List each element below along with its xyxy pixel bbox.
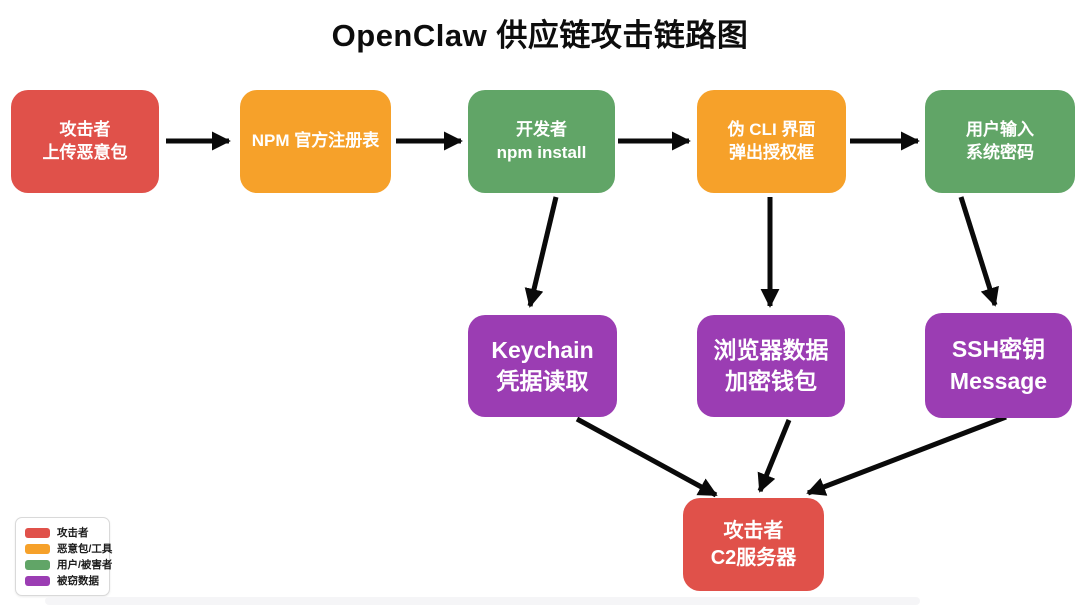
node-user-password: 用户输入 系统密码 xyxy=(925,90,1075,193)
node-npm-registry: NPM 官方注册表 xyxy=(240,90,391,193)
node-developer-install: 开发者 npm install xyxy=(468,90,615,193)
node-label: Message xyxy=(949,367,1048,394)
arrow-developer-to-keychain xyxy=(524,196,559,308)
node-label: 上传恶意包 xyxy=(42,142,128,162)
node-label: SSH密钥 xyxy=(951,336,1046,363)
node-attacker-upload: 攻击者 上传恶意包 xyxy=(11,90,159,193)
legend-item-stolen: 被窃数据 xyxy=(25,573,109,588)
node-label: 开发者 xyxy=(516,119,567,139)
node-label: Keychain xyxy=(491,336,594,363)
arrow-user-to-ssh xyxy=(958,196,999,307)
node-label: C2服务器 xyxy=(710,546,797,569)
node-label: 凭据读取 xyxy=(496,368,589,394)
legend-label: 攻击者 xyxy=(57,527,89,539)
legend-item-attacker: 攻击者 xyxy=(25,525,109,540)
node-label: 弹出授权框 xyxy=(729,142,814,162)
node-label: 攻击者 xyxy=(59,119,111,139)
node-label: 用户输入 xyxy=(966,119,1034,139)
arrow-keychain-to-c2 xyxy=(575,416,718,498)
bottom-edge-strip xyxy=(45,597,920,605)
node-label: 加密钱包 xyxy=(725,368,817,394)
node-label: npm install xyxy=(496,142,587,162)
node-label: NPM 官方注册表 xyxy=(251,131,380,151)
node-label: 系统密码 xyxy=(966,142,1034,162)
node-fake-cli: 伪 CLI 界面 弹出授权框 xyxy=(697,90,846,193)
arrow-ssh-to-c2 xyxy=(806,414,1007,496)
node-label: 伪 CLI 界面 xyxy=(727,119,816,139)
legend-label: 被窃数据 xyxy=(57,575,99,587)
legend-swatch-attacker xyxy=(25,527,50,538)
arrow-browser-to-c2 xyxy=(757,419,792,493)
legend-item-malicious: 恶意包/工具 xyxy=(25,541,113,556)
node-ssh-message: SSH密钥 Message xyxy=(925,313,1072,418)
page-title: OpenClaw 供应链攻击链路图 xyxy=(331,18,749,53)
legend: 攻击者 恶意包/工具 用户/被害者 被窃数据 xyxy=(15,517,113,596)
legend-item-user: 用户/被害者 xyxy=(25,557,113,572)
node-keychain: Keychain 凭据读取 xyxy=(468,315,617,417)
node-browser-data: 浏览器数据 加密钱包 xyxy=(697,315,845,417)
legend-swatch-user xyxy=(25,559,50,570)
legend-label: 用户/被害者 xyxy=(57,559,113,571)
legend-swatch-malicious xyxy=(25,543,50,554)
legend-label: 恶意包/工具 xyxy=(57,543,113,555)
node-c2-server: 攻击者 C2服务器 xyxy=(683,498,824,591)
node-label: 攻击者 xyxy=(723,519,784,542)
legend-swatch-stolen xyxy=(25,575,50,586)
node-label: 浏览器数据 xyxy=(713,336,829,363)
